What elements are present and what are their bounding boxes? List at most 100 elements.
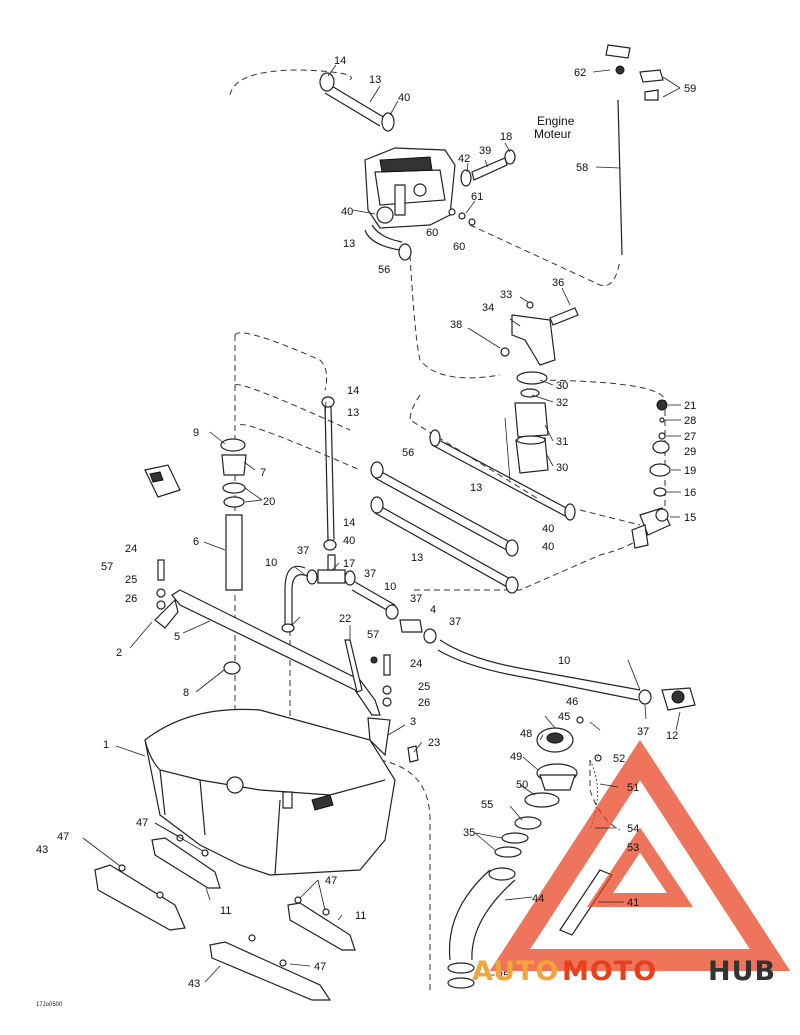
callout-37-a: 37: [297, 545, 309, 557]
callout-13: 13: [369, 74, 381, 86]
bolts-24-25-26: [156, 559, 392, 707]
fuel-tank-1: [144, 708, 396, 876]
carburetor-assembly: [364, 147, 456, 229]
callout-60: 60: [426, 227, 438, 239]
callout-36: 36: [552, 277, 564, 289]
tee-fitting-17: [306, 554, 356, 586]
filler-hose-44: [448, 867, 516, 961]
callout-37-b: 37: [364, 568, 376, 580]
callout-21: 21: [684, 400, 696, 412]
callout-11-b: 11: [355, 910, 366, 922]
callout-26-b: 26: [418, 697, 430, 709]
callout-13-mid-b: 13: [347, 407, 359, 419]
callout-6: 6: [193, 536, 199, 548]
hose-13-lower: [364, 224, 412, 261]
callout-52: 52: [613, 753, 625, 765]
hose-6: [225, 514, 243, 591]
callout-29: 29: [684, 446, 696, 458]
callout-57: 57: [101, 561, 113, 573]
callout-15: 15: [684, 512, 696, 524]
skid-11-right: [287, 902, 356, 951]
callout-1: 1: [103, 739, 109, 751]
filler-neck-49-50: [514, 763, 578, 830]
filter-bracket-34: [500, 301, 579, 366]
callout-51: 51: [627, 782, 639, 794]
engine-label: Engine: [537, 114, 575, 128]
fuel-line-13-a: [429, 429, 576, 521]
screws-60-61: [448, 208, 476, 226]
pump-parts-9-7-20: [220, 438, 247, 508]
callout-40-mid: 40: [341, 206, 353, 218]
callout-47-b: 47: [136, 817, 148, 829]
fuel-line-13-vertical: [321, 396, 337, 551]
callout-34: 34: [482, 302, 494, 314]
callout-35-b: 35: [497, 970, 509, 982]
callout-8: 8: [183, 687, 189, 699]
fitting-39-42-18: [460, 149, 516, 187]
callout-38: 38: [450, 319, 462, 331]
skid-43-left: [94, 864, 186, 931]
engine-destination: Engine Moteur: [534, 114, 575, 141]
callout-32: 32: [556, 397, 568, 409]
callout-27: 27: [684, 431, 696, 443]
callout-56: 56: [378, 264, 390, 276]
skid-43-right: [209, 941, 332, 1001]
callout-28: 28: [684, 415, 696, 427]
watermark-wordmark: AUTO MOTO HUB: [472, 956, 775, 987]
callout-20: 20: [263, 496, 275, 508]
callout-12: 12: [666, 730, 678, 742]
callout-47-a: 47: [57, 831, 69, 843]
callout-14-c: 14: [343, 517, 355, 529]
callout-35-a: 35: [463, 827, 475, 839]
drawing-code: 17Jo0500: [36, 1002, 63, 1008]
callout-13-c: 13: [470, 482, 482, 494]
callout-48: 48: [520, 728, 532, 740]
connector-left: [144, 464, 181, 498]
callout-25-b: 25: [418, 681, 430, 693]
callout-17: 17: [343, 558, 355, 570]
hose-13-top: [324, 84, 386, 127]
callout-58: 58: [576, 162, 588, 174]
callout-5: 5: [174, 631, 180, 643]
callout-43-b: 43: [188, 978, 200, 990]
watermark-moto: MOTO: [562, 956, 657, 987]
leader-lines: [82, 64, 681, 983]
callout-30-b: 30: [556, 462, 568, 474]
callout-3: 3: [410, 716, 416, 728]
fuel-line-13-c: [370, 496, 519, 594]
callout-57-b: 57: [367, 629, 379, 641]
callout-24: 24: [125, 543, 137, 555]
callout-59: 59: [684, 83, 696, 95]
throttle-cable-58: [605, 44, 664, 256]
callout-31: 31: [556, 436, 568, 448]
cap-parts-21-29: [649, 399, 671, 497]
callout-22: 22: [339, 613, 351, 625]
callout-14: 14: [334, 55, 346, 67]
callout-25: 25: [125, 574, 137, 586]
hose-10-middle: [351, 581, 399, 620]
callout-47-d: 47: [314, 961, 326, 973]
callout-43-a: 43: [36, 844, 48, 856]
callout-10-b: 10: [384, 581, 396, 593]
callout-10-c: 10: [558, 655, 570, 667]
skid-11-left: [151, 837, 221, 889]
callout-30: 30: [556, 380, 568, 392]
screw-22: [344, 639, 363, 693]
watermark-logo: [489, 739, 791, 971]
callout-24-b: 24: [410, 658, 422, 670]
callout-26: 26: [125, 593, 137, 605]
callout-4: 4: [430, 604, 436, 616]
callout-49: 49: [510, 751, 522, 763]
callout-23: 23: [428, 737, 440, 749]
callout-40-e: 40: [542, 541, 554, 553]
callout-13-mid: 13: [343, 238, 355, 250]
callout-37-e: 37: [637, 726, 649, 738]
grommet-8: [223, 661, 241, 675]
vent-hose-41: [559, 869, 613, 936]
callout-7: 7: [260, 467, 266, 479]
callout-9: 9: [193, 427, 199, 439]
callout-47-c: 47: [325, 875, 337, 887]
callout-11-a: 11: [220, 905, 231, 917]
callout-33: 33: [500, 289, 512, 301]
callout-50: 50: [516, 779, 528, 791]
